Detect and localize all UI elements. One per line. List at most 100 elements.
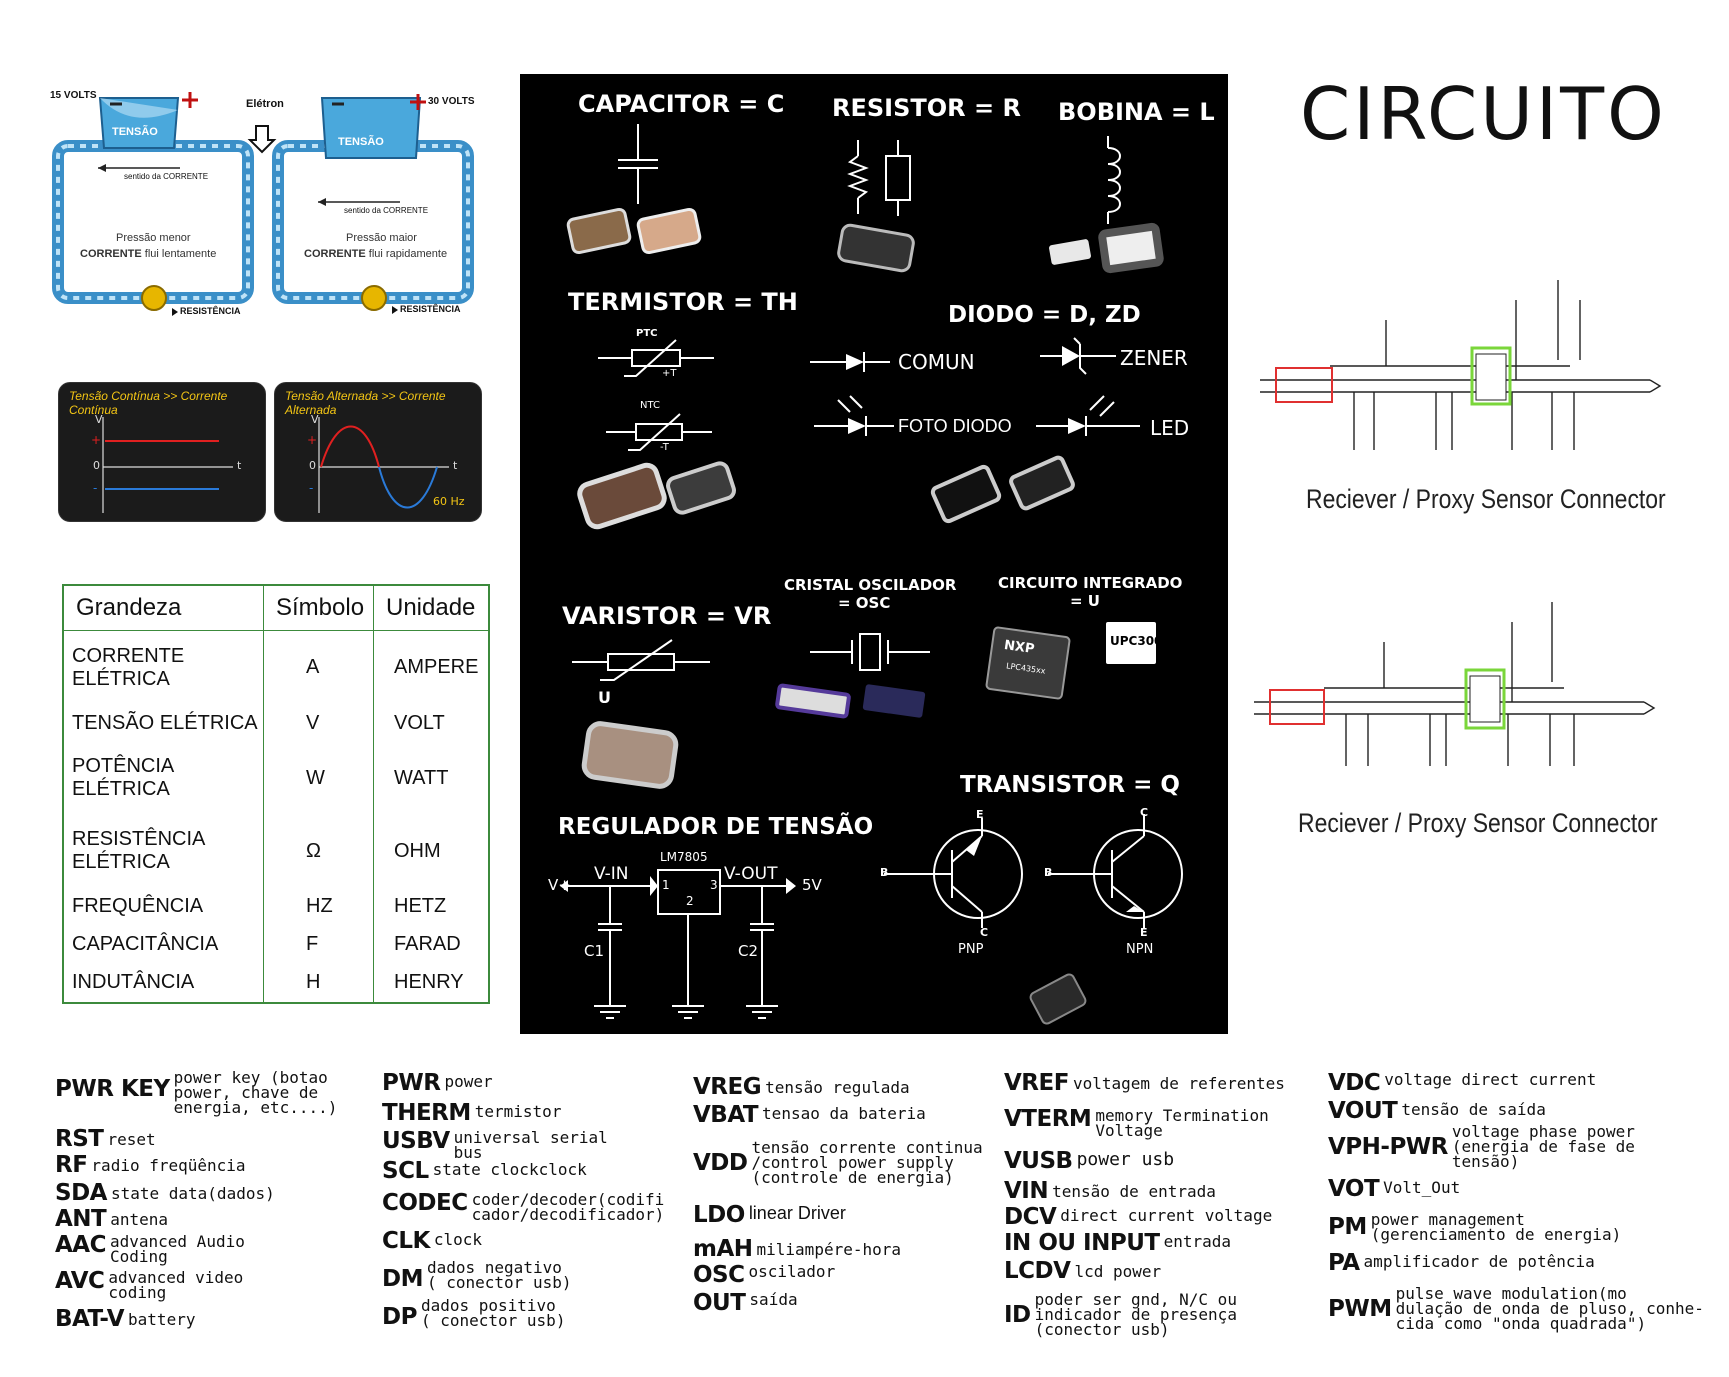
resistor-title: RESISTOR = R (832, 94, 1021, 122)
abbr-key: VREG (693, 1074, 762, 1100)
pnp-pin-c: C (980, 926, 989, 939)
abbr-key: RF (55, 1152, 88, 1178)
water-analogy-diagram: 15 VOLTS TENSÃO Elétron 30 VOLTS TENSÃO … (50, 90, 490, 330)
abbr-desc: Volt_Out (1383, 1178, 1461, 1197)
abbr-desc: tensão de saída (1401, 1100, 1546, 1119)
nxp-chip-photo (985, 626, 1071, 700)
resistor-box-icon (885, 140, 911, 216)
units-header-grandeza: Grandeza (63, 585, 264, 631)
left-valve-icon (141, 285, 167, 311)
units-cell-unit: HETZ (373, 887, 490, 926)
abbr-desc: advanced video coding (108, 1268, 244, 1302)
abbr-key: VOUT (1328, 1098, 1398, 1124)
abbr-desc: tensão regulada (765, 1078, 910, 1097)
abbr-desc: oscilador (748, 1262, 836, 1281)
termistor-title: TERMISTOR = TH (568, 288, 798, 316)
varistor-title: VARISTOR = VR (562, 602, 772, 630)
varistor-u-label: U (598, 688, 611, 707)
resistor-zigzag-icon (847, 140, 869, 214)
dc-minus-label: - (93, 481, 98, 495)
regulator-c2-label: C2 (738, 942, 759, 960)
abbr-desc: entrada (1163, 1232, 1232, 1251)
left-flow-label: sentido da CORRENTE (124, 172, 209, 181)
npn-label: NPN (1126, 942, 1154, 957)
ac-negative-wave (378, 466, 438, 509)
abbr-key: DP (382, 1304, 417, 1330)
abbr-key: SDA (55, 1180, 107, 1206)
regulator-pin3: 3 (710, 878, 718, 892)
right-pipe-loop (272, 140, 474, 304)
varistor-symbol-icon (572, 639, 710, 681)
schematic-2: Reciever / Proxy Sensor Connector (1234, 566, 1694, 846)
abbr-desc: radio freqüência (91, 1156, 246, 1175)
varistor-photo (581, 721, 679, 789)
pnp-label: PNP (958, 942, 984, 957)
regulator-pin1: 1 (662, 878, 670, 892)
left-voltage-label: 15 VOLTS (50, 90, 97, 101)
regulator-title: REGULADOR DE TENSÃO (558, 814, 874, 840)
abbr-desc: tensao da bateria (762, 1104, 926, 1123)
abbr-key: LCDV (1004, 1258, 1071, 1284)
abbr-desc: poder ser gnd, N/C ou indicador de prese… (1034, 1290, 1237, 1339)
ic-title-line1: CIRCUITO INTEGRADO (998, 574, 1183, 592)
dc-v-label: V (95, 413, 103, 426)
ptc-thermistor-icon (598, 339, 714, 377)
abbr-desc: termistor (474, 1102, 562, 1121)
abbr-key: CLK (382, 1228, 430, 1254)
npn-pin-b: B (1044, 866, 1053, 879)
abbr-desc: universal serial bus (453, 1128, 608, 1162)
abbr-key: OUT (693, 1290, 746, 1316)
ac-freq-label: 60 Hz (433, 495, 465, 508)
abbr-key: PM (1328, 1214, 1367, 1240)
schematic-2-svg (1254, 602, 1656, 766)
left-pipe-loop (52, 140, 254, 304)
units-cell-quantity: FREQUÊNCIA (63, 887, 264, 926)
abbr-key: VDC (1328, 1070, 1381, 1096)
upc-chip-photo (1106, 622, 1156, 664)
dc-t-label: t (237, 459, 242, 472)
left-pipe-beads (56, 144, 250, 300)
units-cell-quantity: POTÊNCIA ELÉTRICA (63, 742, 264, 815)
ac-zero-label: 0 (309, 459, 316, 472)
right-valve-icon (361, 285, 387, 311)
crystal-symbol-icon (810, 633, 930, 671)
electron-label: Elétron (246, 98, 284, 110)
ac-v-label: V (311, 413, 319, 426)
dc-graph-svg (102, 417, 233, 513)
abbr-key: DCV (1004, 1204, 1057, 1230)
inductor-photos (1049, 222, 1164, 274)
abbr-key: ANT (55, 1206, 107, 1232)
units-cell-quantity: CAPACITÂNCIA (63, 925, 264, 964)
abbr-desc: saída (749, 1290, 798, 1309)
units-cell-unit: HENRY (373, 963, 490, 1003)
abbr-key: BAT-V (55, 1306, 125, 1332)
units-cell-symbol: F (263, 925, 374, 964)
pnp-pin-b: B (880, 866, 889, 879)
abbr-key: VREF (1004, 1070, 1069, 1096)
dc-graph-label: Tensão Contínua >> Corrente Contínua (69, 389, 228, 417)
units-cell-quantity: INDUTÂNCIA (63, 963, 264, 1003)
units-header-unidade: Unidade (373, 585, 490, 631)
abbr-key: OSC (693, 1262, 745, 1288)
abbr-desc: memory Termination Voltage (1095, 1106, 1269, 1140)
led-label: LED (1150, 416, 1190, 440)
abbr-key: PWR KEY (55, 1076, 170, 1102)
abbr-desc: pulse wave modulation(mo dulação de onda… (1395, 1284, 1704, 1333)
abbr-desc: power (444, 1072, 493, 1091)
schematic-1-green-highlight (1470, 346, 1512, 406)
